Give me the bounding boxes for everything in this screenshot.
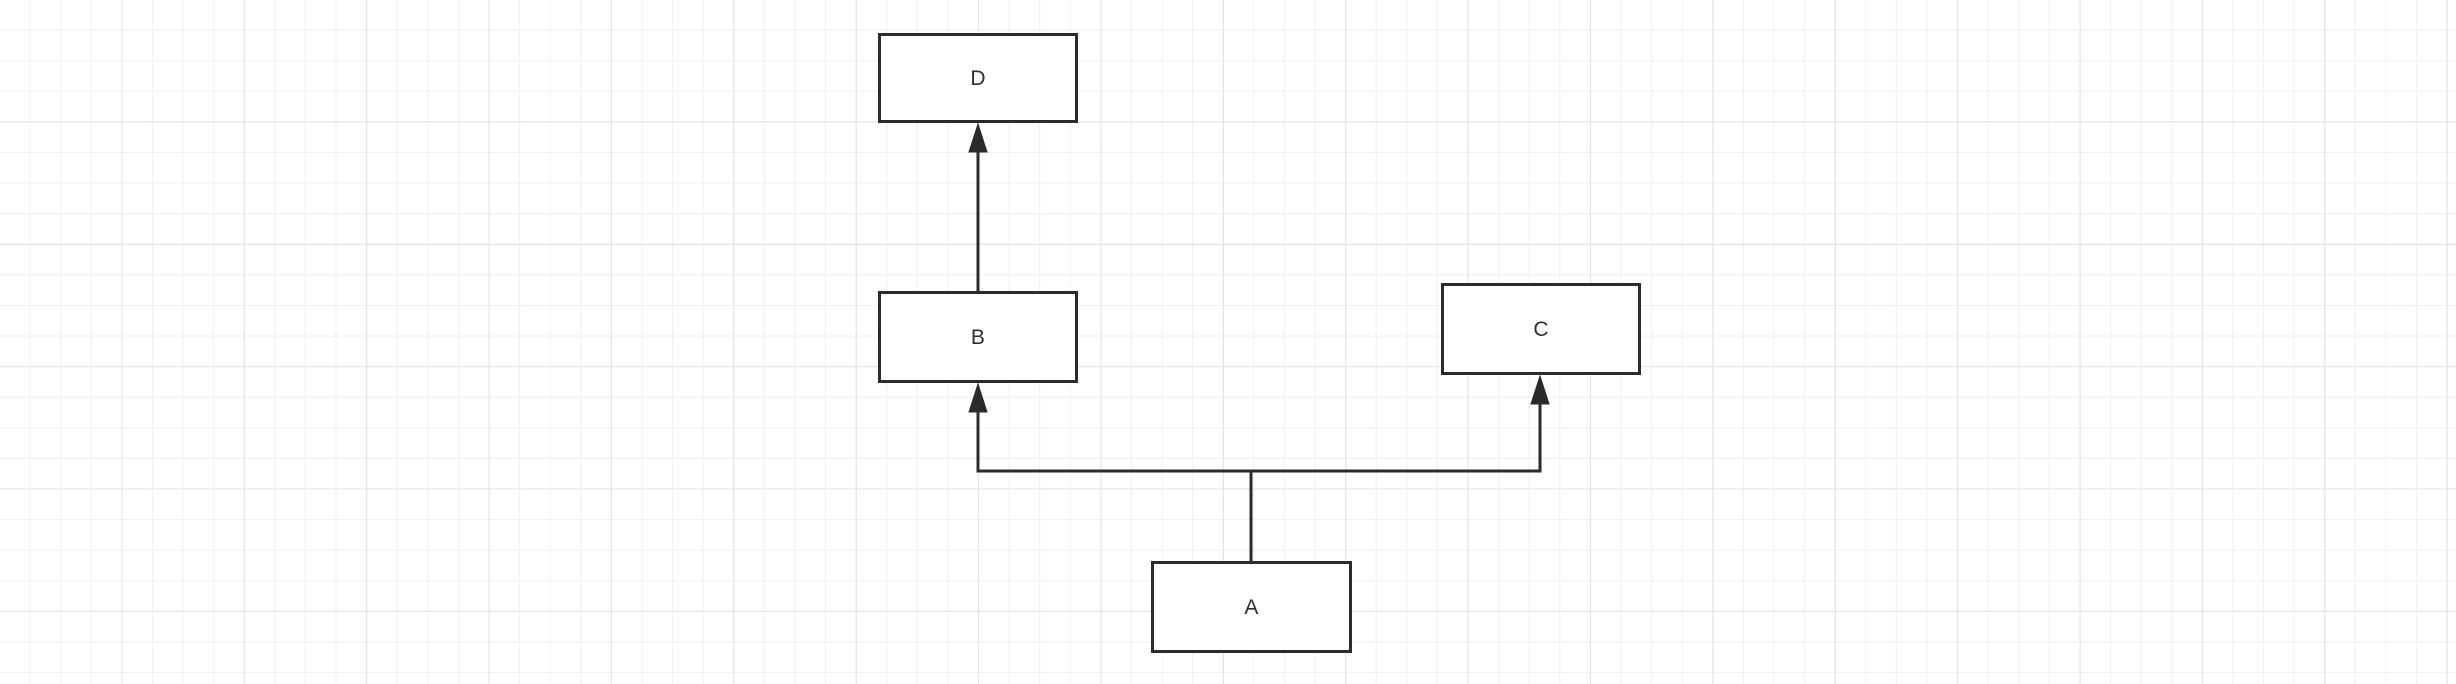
edge-a-to-b-arrowhead-icon <box>968 382 988 413</box>
node-c-label: C <box>1533 317 1549 341</box>
edge-a-to-c-arrowhead-icon <box>1530 374 1550 405</box>
edge-a-to-b[interactable] <box>968 382 1253 563</box>
node-a[interactable]: A <box>1151 561 1352 653</box>
edge-a-to-c[interactable] <box>1249 374 1550 563</box>
edge-a-to-c-path <box>1249 402 1542 563</box>
edge-b-to-d-arrowhead-icon <box>968 122 988 153</box>
edge-b-to-d[interactable] <box>968 122 988 293</box>
node-a-label: A <box>1244 595 1259 619</box>
edge-a-to-b-path <box>976 410 1253 563</box>
node-d[interactable]: D <box>878 33 1078 123</box>
node-b-label: B <box>970 325 986 349</box>
node-c[interactable]: C <box>1441 283 1641 375</box>
node-d-label: D <box>970 66 986 90</box>
node-b[interactable]: B <box>878 291 1078 383</box>
